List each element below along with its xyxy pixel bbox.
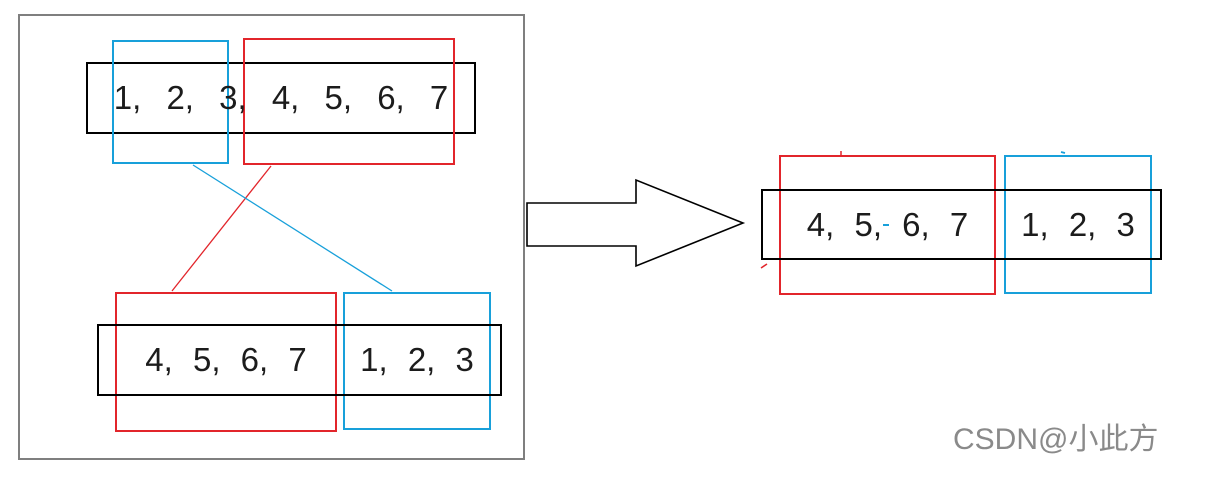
watermark: CSDN@小此方: [953, 423, 1159, 456]
original-array-box: [86, 62, 476, 134]
result-array-box: [761, 189, 1162, 260]
original-right-segment-outline: [243, 38, 455, 165]
swapped-array-box: [97, 324, 502, 396]
swapped-left-segment-outline: [115, 292, 337, 432]
original-left-segment-outline: [112, 40, 229, 164]
before-panel-frame: [18, 14, 525, 460]
right-arrow-icon: [526, 178, 746, 268]
result-right-segment-outline: [1004, 155, 1152, 294]
stray-mark-blue-top: [1060, 151, 1066, 154]
stray-mark-red-bottom: [760, 263, 768, 269]
result-left-segment-outline: [779, 155, 996, 295]
swapped-right-segment-outline: [343, 292, 491, 430]
